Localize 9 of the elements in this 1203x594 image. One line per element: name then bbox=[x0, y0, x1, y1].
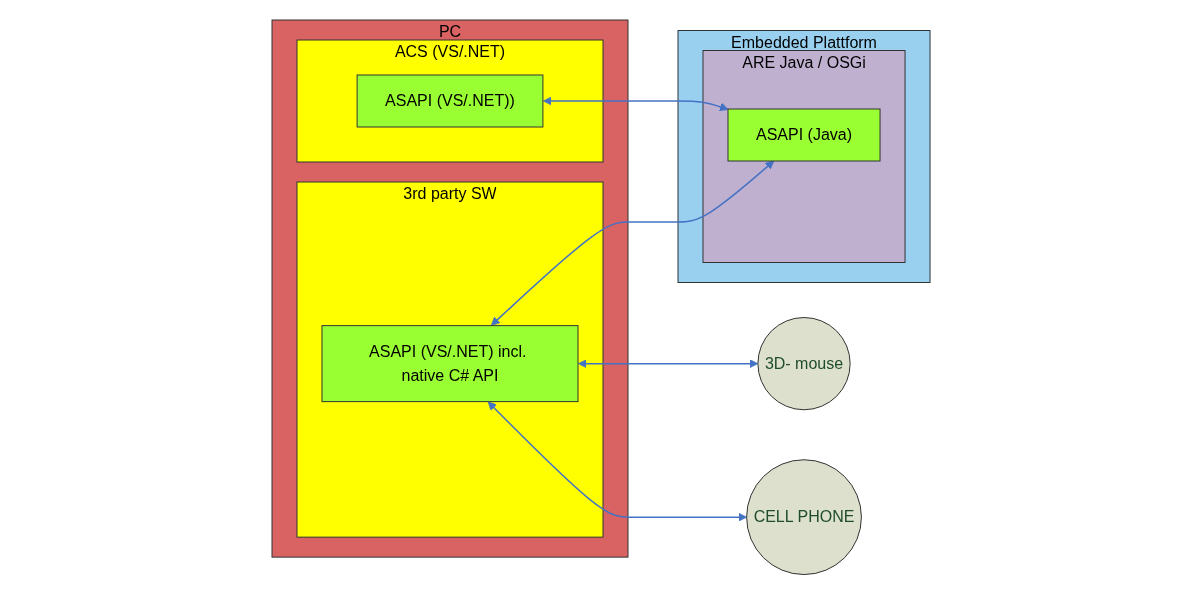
arrow bbox=[491, 160, 775, 326]
node-box: ASAPI (VS/.NET) incl. native C# API bbox=[322, 324, 579, 402]
node-box: ASAPI (Java) bbox=[728, 108, 881, 162]
arrow bbox=[543, 96, 729, 111]
arrow bbox=[488, 401, 748, 522]
node-circle: CELL PHONE bbox=[746, 459, 863, 575]
node-box: ASAPI (VS/.NET)) bbox=[357, 74, 544, 128]
node-circle: 3D- mouse bbox=[757, 316, 852, 410]
arrow bbox=[578, 358, 759, 368]
